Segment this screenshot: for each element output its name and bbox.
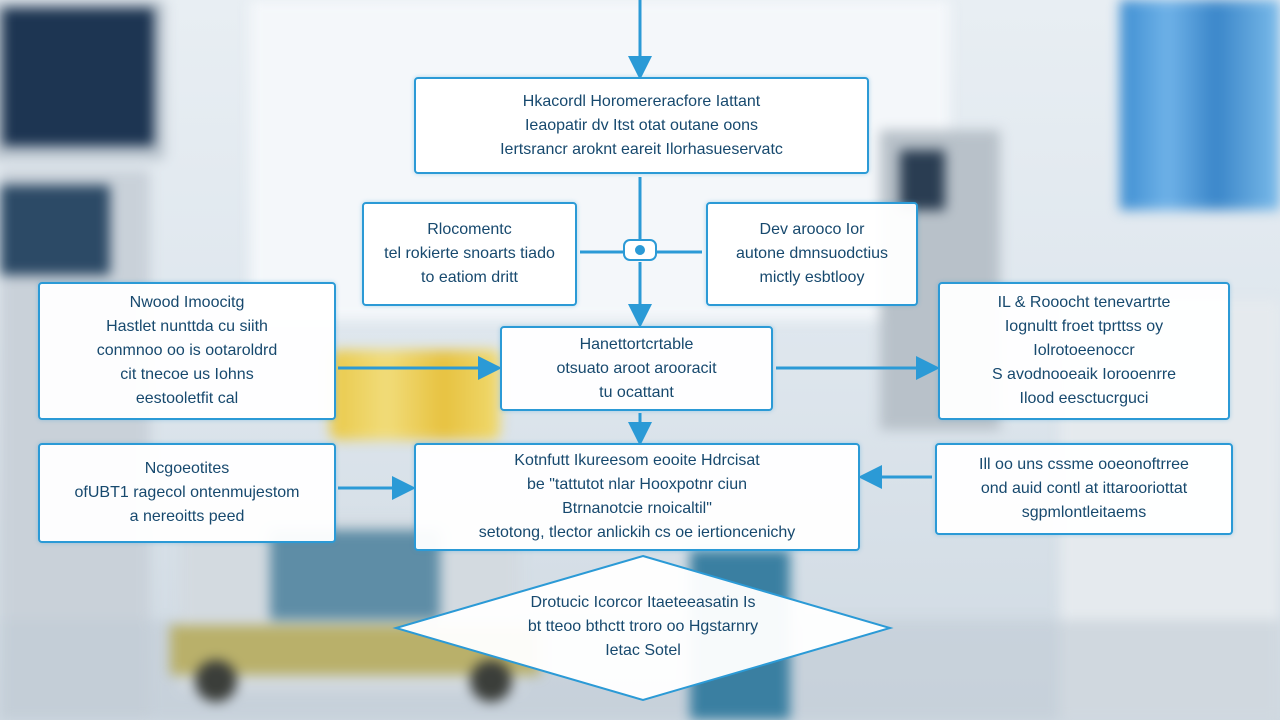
node-text-line: Ietac Sotel xyxy=(605,642,681,659)
monitor-screen xyxy=(2,8,154,146)
decision-shape xyxy=(392,554,894,702)
process-box-right-upper: IL & Rooocht tenevartrte Iognultt froet … xyxy=(938,282,1230,420)
decision-text: Drotucic Icorcor Itaeteeasatin Is bt tte… xyxy=(452,591,834,663)
blue-curtain xyxy=(1120,0,1280,210)
node-text-line: a nereoitts peed xyxy=(129,508,245,525)
node-text-line: Nwood Imoocitg xyxy=(129,294,245,311)
node-text-line: tel rokierte snoarts tiado xyxy=(384,245,555,262)
cart-wheel xyxy=(470,660,512,702)
yellow-supply-tray xyxy=(330,350,500,440)
node-text-line: Hkacordl Horomereracfore Iattant xyxy=(522,92,761,110)
process-box-left-lower: Ncgoeotites ofUBT1 ragecol ontenmujestom… xyxy=(38,443,336,543)
equipment-display xyxy=(900,150,945,210)
node-text-line: Ill oo uns cssme ooeonoftrree xyxy=(979,456,1189,473)
node-text-line: Iertsrancr aroknt eareit Ilorhasueservat… xyxy=(500,140,783,158)
cart-device xyxy=(270,530,440,620)
node-text-line: Hanettortcrtable xyxy=(579,335,694,353)
node-text-line: Dev arooco Ior xyxy=(759,221,865,238)
node-text-line: Kotnfutt Ikureesom eooite Hdrcisat xyxy=(514,452,760,469)
junction-connector xyxy=(623,239,657,261)
node-text-line: Iolrotoeenoccr xyxy=(1033,342,1135,359)
node-text-line: Iognultt froet tprttss oy xyxy=(1004,318,1164,335)
process-box-center-lower: Kotnfutt Ikureesom eooite Hdrcisat be "t… xyxy=(414,443,860,551)
node-text-line: Hastlet nunttda cu siith xyxy=(106,318,268,335)
node-text-line: Ilood eesctucrguci xyxy=(1019,390,1149,407)
node-text-line: bt tteoo bthctt troro oo Hgstarnry xyxy=(527,618,759,635)
node-text-line: cit tnecoe us Iohns xyxy=(120,366,254,383)
node-text-line: Ieaopatir dv Itst otat outane oons xyxy=(524,116,759,134)
node-text-line: Rlocomentc xyxy=(427,221,512,238)
node-text-line: ond auid contl at ittarooriottat xyxy=(980,480,1188,497)
node-text-line: setotong, tlector anlickih cs oe iertion… xyxy=(478,524,796,541)
node-text-line: Drotucic Icorcor Itaeteeasatin Is xyxy=(530,594,756,611)
node-text-line: mictly esbtlooy xyxy=(759,269,865,286)
decision-diamond: Drotucic Icorcor Itaeteeasatin Is bt tte… xyxy=(392,553,894,703)
node-text-line: ofUBT1 ragecol ontenmujestom xyxy=(74,484,300,501)
node-text-line: eestooletfit cal xyxy=(135,390,239,407)
node-text-line: sgpmlontleitaems xyxy=(1021,504,1147,521)
node-text-line: autone dmnsuodctius xyxy=(735,245,889,262)
node-text-line: IL & Rooocht tenevartrte xyxy=(997,294,1171,311)
node-text-line: S avodnooeaik Iorooenrre xyxy=(991,366,1177,383)
process-box-center: Hanettortcrtable otsuato aroot arooracit… xyxy=(500,326,773,411)
node-text-line: tu ocattant xyxy=(599,383,674,401)
process-box-right-lower: Ill oo uns cssme ooeonoftrree ond auid c… xyxy=(935,443,1233,535)
process-box-top: Hkacordl Horomereracfore Iattant Ieaopat… xyxy=(414,77,869,174)
node-text-line: conmnoo oo is ootaroldrd xyxy=(96,342,278,359)
node-text-line: Ncgoeotites xyxy=(144,460,230,477)
node-text-line: Btrnanotcie rnoicaltil" xyxy=(562,500,712,517)
process-box-left-upper: Nwood Imoocitg Hastlet nunttda cu siith … xyxy=(38,282,336,420)
monitor-screen-lower xyxy=(0,185,110,275)
process-box-mid-right: Dev arooco Ior autone dmnsuodctius mictl… xyxy=(706,202,918,306)
node-text-line: be "tattutot nlar Hooxpotnr ciun xyxy=(526,476,748,493)
process-box-mid-left: Rlocomentc tel rokierte snoarts tiado to… xyxy=(362,202,577,306)
node-text-line: to eatiom dritt xyxy=(421,269,518,286)
cart-wheel xyxy=(195,660,237,702)
node-text-line: otsuato aroot arooracit xyxy=(556,359,717,377)
